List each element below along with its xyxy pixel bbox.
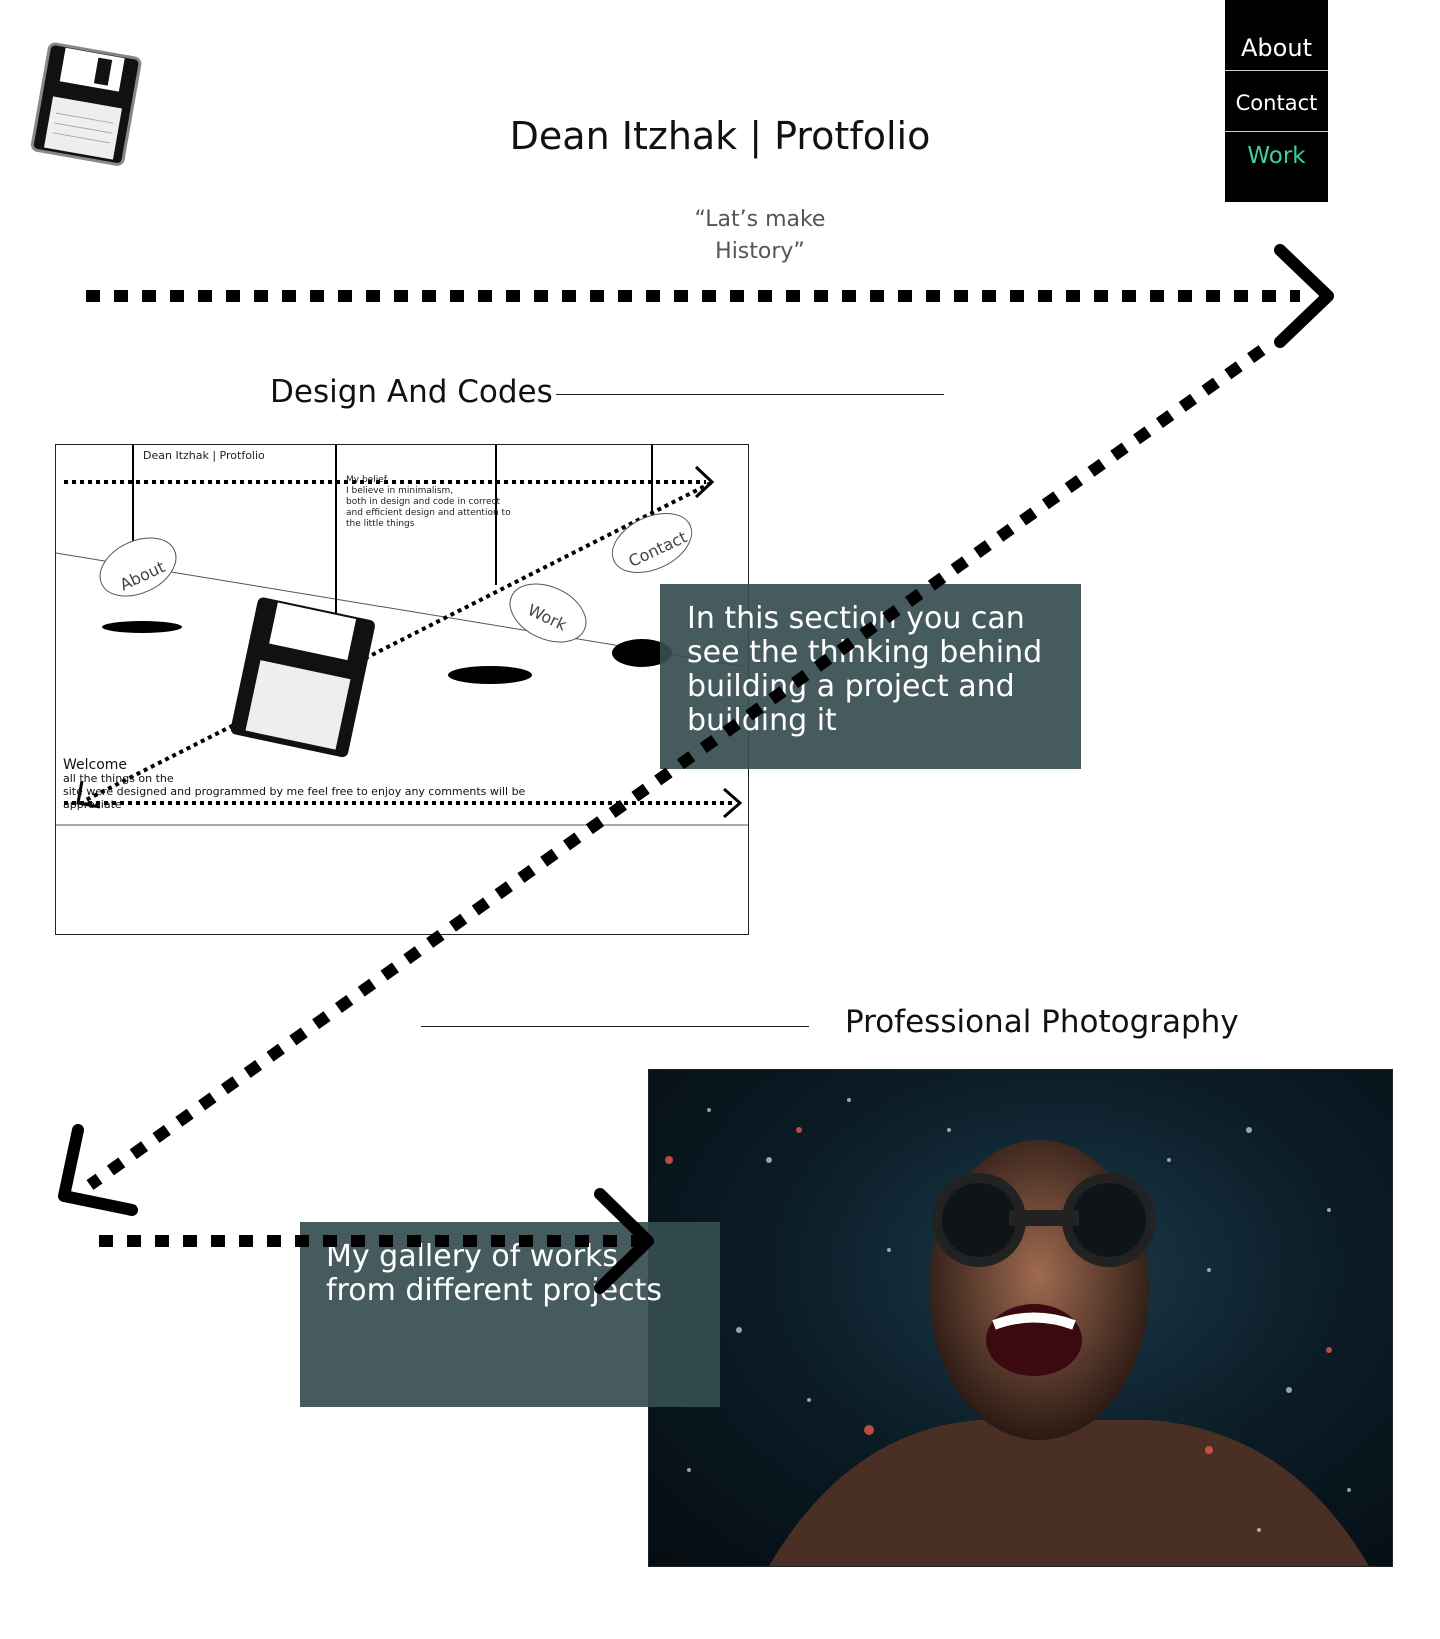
photography-info-text: My gallery of works from different proje… xyxy=(326,1240,716,1308)
preview-belief-line: and efficient design and attention to xyxy=(346,508,511,518)
page-title: Dean Itzhak | Protfolio xyxy=(509,114,931,158)
tagline-line-1: “Lat’s make xyxy=(694,207,826,232)
photography-info-line: from different projects xyxy=(326,1273,663,1308)
preview-welcome-title: Welcome xyxy=(63,757,128,773)
preview-belief-title: My belief xyxy=(346,475,387,485)
preview-welcome-line: appreciate xyxy=(63,798,122,811)
nav-divider xyxy=(1225,70,1328,71)
section-title-design: Design And Codes xyxy=(270,374,553,410)
preview-belief-line: the little things xyxy=(346,519,415,529)
preview-welcome-line: all the things on the xyxy=(63,772,174,785)
nav-divider xyxy=(1225,131,1328,132)
design-preview[interactable]: About Work Contact Dean Itzhak | Protfol… xyxy=(55,444,749,935)
nav-menu: About Contact Work xyxy=(1225,0,1328,202)
design-info-panel: In this section you can see the thinking… xyxy=(660,584,1081,769)
preview-welcome-line: site were designed and programmed by me … xyxy=(63,785,526,798)
preview-belief: My belief I believe in minimalism, both … xyxy=(346,475,511,530)
section-divider xyxy=(556,394,944,395)
preview-title: Dean Itzhak | Protfolio xyxy=(143,449,265,462)
photography-info-panel: My gallery of works from different proje… xyxy=(300,1222,720,1407)
nav-about[interactable]: About xyxy=(1241,34,1312,62)
tagline-line-2: History” xyxy=(715,239,805,264)
photography-info-line: My gallery of works xyxy=(326,1239,619,1274)
photo-illustration xyxy=(665,1098,1369,1566)
gallery-photo[interactable] xyxy=(648,1069,1393,1567)
preview-welcome: Welcome all the things on the site were … xyxy=(63,757,543,811)
nav-work[interactable]: Work xyxy=(1247,143,1306,169)
design-info-text: In this section you can see the thinking… xyxy=(687,601,1043,738)
preview-belief-line: I believe in minimalism, xyxy=(346,486,454,496)
floppy-disk-icon xyxy=(30,42,142,166)
section-divider xyxy=(421,1026,809,1027)
section-title-photography: Professional Photography xyxy=(845,1004,1239,1040)
logo[interactable] xyxy=(28,40,143,170)
preview-belief-line: both in design and code in correct xyxy=(346,497,501,507)
tagline: “Lat’s make History” xyxy=(640,204,880,268)
nav-contact[interactable]: Contact xyxy=(1235,91,1318,115)
